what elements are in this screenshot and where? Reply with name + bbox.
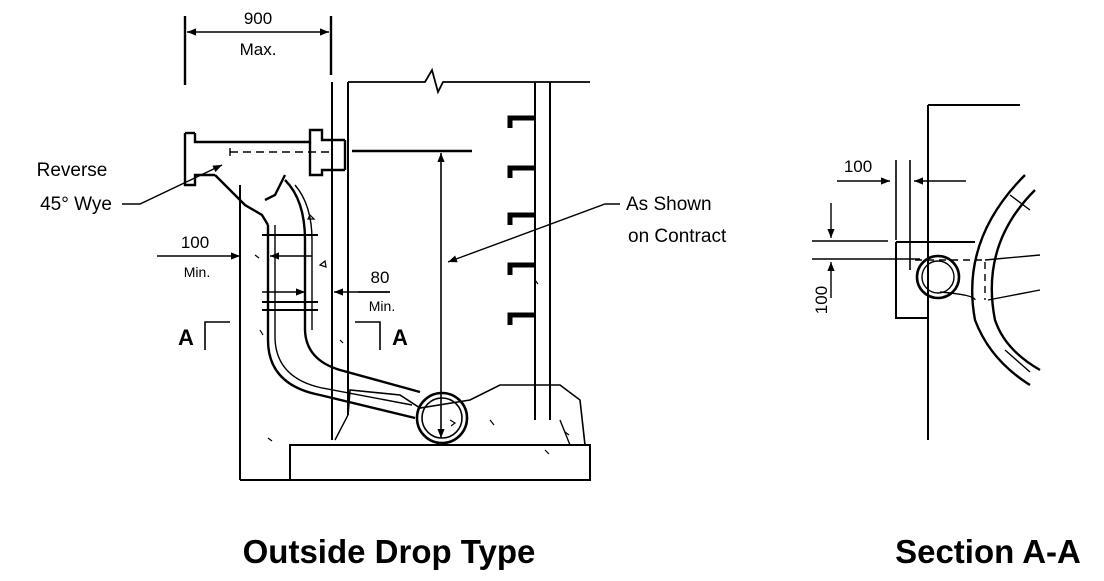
- contract-dimension: As Shown on Contract: [352, 149, 727, 438]
- section-dim-horizontal: 100: [837, 157, 966, 270]
- section-aa-view: 100 100 Section A-A: [812, 104, 1081, 570]
- section-cut-markers: A A: [178, 321, 408, 350]
- section-dim-vertical: 100: [812, 203, 920, 314]
- section-mark-right: A: [392, 325, 408, 350]
- contract-label-line2: on Contract: [628, 226, 727, 247]
- dimension-900-max: 900 Max.: [183, 9, 333, 85]
- outside-drop-caption: Outside Drop Type: [243, 533, 536, 570]
- dim-100-note: Min.: [184, 264, 210, 280]
- wye-callout: Reverse 45° Wye: [37, 160, 223, 215]
- wye-label-line2: 45° Wye: [40, 194, 112, 215]
- wye-label-line1: Reverse: [37, 160, 108, 181]
- dim-100-value: 100: [181, 233, 209, 252]
- dim-80-note: Min.: [369, 298, 395, 314]
- outside-drop-view: 900 Max. Reverse 45° Wye 100 Min. 80 Min…: [37, 9, 727, 570]
- dimension-100-min: 100 Min.: [157, 233, 312, 280]
- section-dim-h-value: 100: [844, 157, 872, 176]
- section-mark-left: A: [178, 325, 194, 350]
- section-aa-caption: Section A-A: [895, 533, 1081, 570]
- dim-80-value: 80: [371, 268, 390, 287]
- dimension-80-min: 80 Min.: [262, 268, 395, 314]
- drop-pipe: [183, 128, 469, 445]
- dim-900-note: Max.: [240, 40, 277, 59]
- manhole-structure: [239, 67, 591, 481]
- section-dim-v-value: 100: [812, 286, 831, 314]
- contract-label-line1: As Shown: [626, 194, 712, 215]
- dim-900-value: 900: [244, 9, 272, 28]
